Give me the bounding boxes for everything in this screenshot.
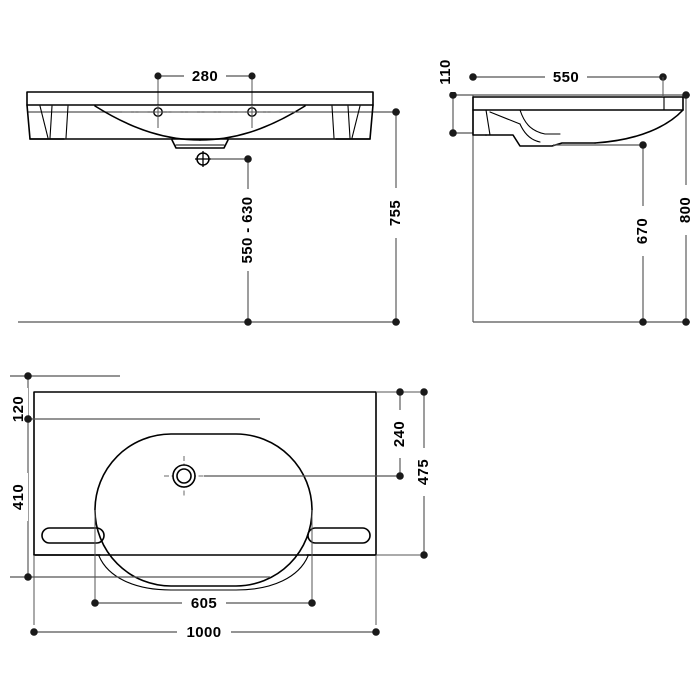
front-left-ribs xyxy=(39,105,69,139)
grip-slot-left xyxy=(41,527,105,544)
dim-endpoint-dot xyxy=(24,372,32,380)
dim-endpoint-dot xyxy=(24,573,32,581)
tap-hole-left xyxy=(151,105,165,119)
dim-endpoint-dot xyxy=(682,318,690,326)
dim-endpoint-dot xyxy=(682,91,690,99)
front-elevation-view: 280 550 - 630 755 xyxy=(18,67,406,326)
plan-bowl-inner-lip xyxy=(98,555,309,591)
dimension-755: 755 xyxy=(387,108,406,326)
dimension-label-670: 670 xyxy=(634,218,651,244)
dimension-1000: 1000 xyxy=(30,623,380,641)
dim-endpoint-dot xyxy=(154,72,162,80)
dimension-605: 605 xyxy=(91,594,316,612)
front-bowl-curve-left xyxy=(94,105,201,141)
waste-outlet-marker-icon xyxy=(195,151,211,167)
dim-endpoint-dot xyxy=(449,129,457,137)
dim-endpoint-dot xyxy=(420,551,428,559)
dimension-label-410: 410 xyxy=(10,484,27,510)
dimension-550-630: 550 - 630 xyxy=(211,155,258,326)
dim-endpoint-dot xyxy=(639,141,647,149)
dim-endpoint-dot xyxy=(449,91,457,99)
plan-view: 120 410 240 475 xyxy=(10,372,434,641)
side-back-apron xyxy=(472,109,487,136)
dim-endpoint-dot xyxy=(372,628,380,636)
side-elevation-view: 110 550 670 800 xyxy=(437,52,696,326)
dim-endpoint-dot xyxy=(396,472,404,480)
dimension-550: 550 xyxy=(469,68,667,97)
dimension-label-120: 120 xyxy=(10,396,27,422)
dimension-label-550: 550 xyxy=(553,69,579,86)
dim-endpoint-dot xyxy=(248,72,256,80)
dimension-475: 475 xyxy=(415,388,434,559)
side-bowl-inner-upper xyxy=(519,109,561,135)
dimension-label-755: 755 xyxy=(387,200,404,226)
dimension-label-110: 110 xyxy=(437,59,454,84)
front-right-ribs xyxy=(331,105,361,139)
front-bowl-curve-right xyxy=(199,105,306,141)
side-bowl-underside xyxy=(485,134,596,147)
dimension-label-240: 240 xyxy=(391,421,408,447)
waste-outlet-drain xyxy=(164,456,204,496)
dimension-label-550-630: 550 - 630 xyxy=(239,197,256,264)
dim-endpoint-dot xyxy=(244,318,252,326)
dimension-280: 280 xyxy=(154,67,256,85)
side-bowl-inner-lower xyxy=(519,123,541,143)
dimension-670: 670 xyxy=(553,141,653,326)
dimension-label-475: 475 xyxy=(415,459,432,485)
dim-endpoint-dot xyxy=(639,318,647,326)
dimension-800: 800 xyxy=(677,91,696,326)
dim-endpoint-dot xyxy=(392,108,400,116)
dim-endpoint-dot xyxy=(469,73,477,81)
dimension-240: 240 xyxy=(204,388,410,480)
dim-endpoint-dot xyxy=(91,599,99,607)
dim-endpoint-dot xyxy=(24,415,32,423)
front-waste-boss xyxy=(171,139,229,149)
dimension-label-1000: 1000 xyxy=(187,624,222,641)
dimension-410: 410 xyxy=(10,415,32,581)
dimension-label-800: 800 xyxy=(677,197,694,223)
dim-endpoint-dot xyxy=(244,155,252,163)
tap-hole-right xyxy=(245,105,259,119)
dim-endpoint-dot xyxy=(30,628,38,636)
dimension-label-280: 280 xyxy=(192,68,218,85)
dim-endpoint-dot xyxy=(396,388,404,396)
side-apron-rib xyxy=(485,109,491,136)
side-underside-sweep xyxy=(594,109,684,144)
dim-endpoint-dot xyxy=(420,388,428,396)
grip-slot-right xyxy=(307,527,371,544)
dim-endpoint-dot xyxy=(308,599,316,607)
dim-endpoint-dot xyxy=(392,318,400,326)
side-apron-taper xyxy=(489,111,521,125)
dimension-label-605: 605 xyxy=(191,595,217,612)
dimension-110: 110 xyxy=(437,52,457,137)
